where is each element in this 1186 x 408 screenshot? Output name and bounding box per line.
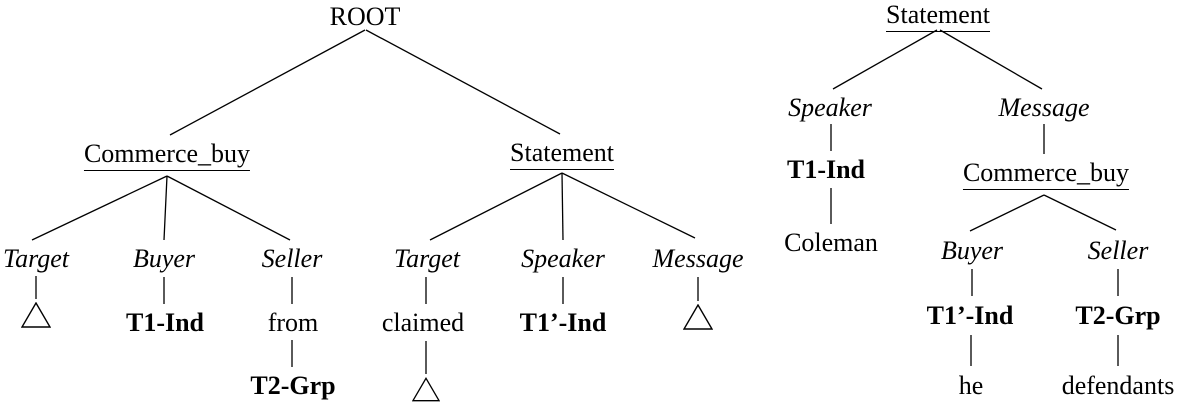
node-word-coleman: Coleman (784, 228, 878, 257)
node-frame-commerce-buy: Commerce_buy (83, 139, 251, 172)
triangle-icon (682, 303, 714, 330)
node-terminal-t1-prime-ind: T1’-Ind (519, 308, 607, 337)
node-terminal-t2-grp: T2-Grp (250, 371, 336, 400)
node-word-he: he (958, 371, 984, 400)
triangle-icon (411, 377, 441, 402)
node-frame-commerce-buy: Commerce_buy (962, 158, 1130, 191)
node-fe-buyer: Buyer (940, 236, 1004, 265)
node-fe-target-statement: Target (394, 244, 460, 273)
node-fe-target-commerce-buy: Target (3, 244, 69, 273)
node-word-defendants: defendants (1061, 371, 1175, 400)
node-terminal-t1-ind: T1-Ind (786, 155, 866, 184)
node-frame-statement: Statement (510, 138, 614, 171)
node-fe-message: Message (998, 93, 1090, 122)
node-terminal-t1-prime-ind: T1’-Ind (926, 301, 1014, 330)
node-root: ROOT (329, 2, 401, 31)
node-null-subtree (20, 301, 52, 334)
node-word-claimed: claimed (381, 308, 465, 337)
node-frame-statement: Statement (886, 0, 990, 33)
node-fe-seller: Seller (261, 244, 323, 273)
node-null-subtree (411, 377, 441, 408)
node-terminal-t1-ind: T1-Ind (125, 308, 205, 337)
node-terminal-t2-grp: T2-Grp (1075, 301, 1161, 330)
node-fe-seller: Seller (1087, 236, 1149, 265)
node-fe-buyer: Buyer (132, 244, 196, 273)
node-fe-message: Message (652, 244, 744, 273)
node-null-subtree (682, 303, 714, 336)
node-fe-speaker: Speaker (788, 93, 872, 122)
triangle-icon (20, 301, 52, 328)
node-word-from: from (267, 308, 319, 337)
node-fe-speaker: Speaker (521, 244, 605, 273)
